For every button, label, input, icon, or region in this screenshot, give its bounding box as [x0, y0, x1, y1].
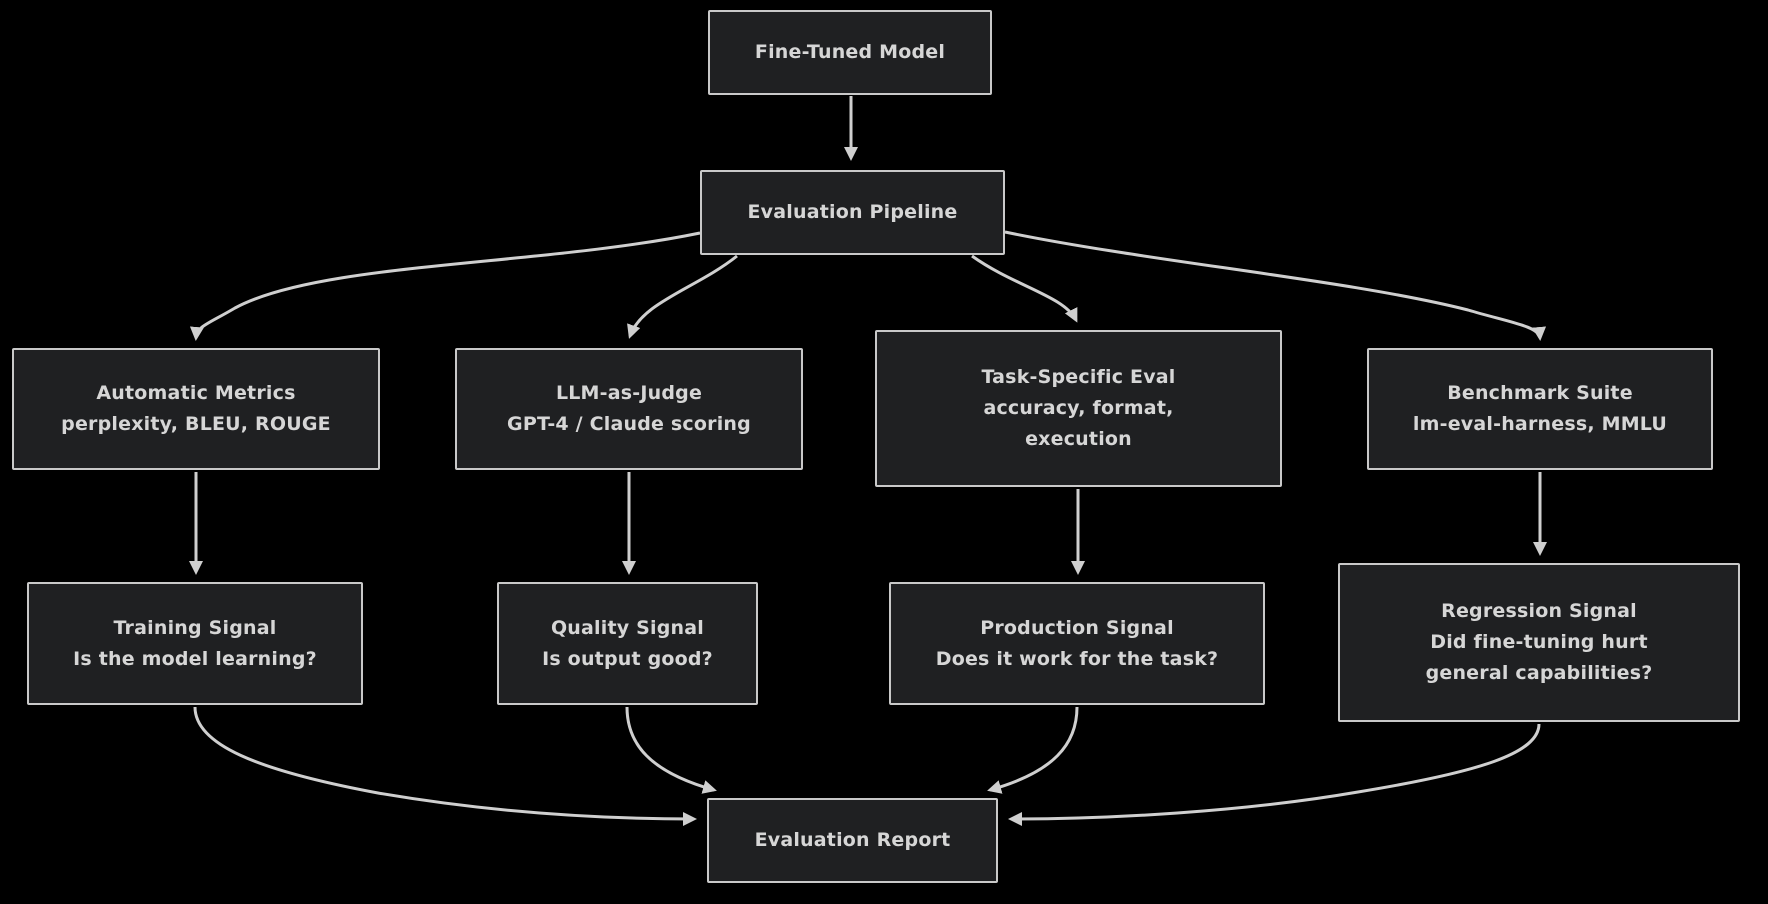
node-subtitle: Is the model learning? — [73, 647, 317, 670]
node-subtitle: perplexity, BLEU, ROUGE — [61, 413, 331, 435]
edge-regression-signal-to-evaluation-report — [1008, 723, 1541, 826]
node-subtitle: execution — [1025, 428, 1132, 450]
node-regression-signal: Regression Signal Did fine-tuning hurt g… — [1338, 563, 1740, 722]
node-label: Evaluation Pipeline — [747, 201, 958, 223]
node-title: Training Signal — [113, 616, 277, 639]
node-benchmark-suite: Benchmark Suite lm-eval-harness, MMLU — [1367, 348, 1713, 470]
node-subtitle: accuracy, format, — [983, 397, 1174, 419]
node-evaluation-report: Evaluation Report — [707, 798, 998, 883]
node-automatic-metrics: Automatic Metrics perplexity, BLEU, ROUG… — [12, 348, 380, 470]
node-fine-tuned-model: Fine-Tuned Model — [708, 10, 992, 95]
edge-training-signal-to-evaluation-report — [193, 706, 697, 826]
node-task-specific-eval: Task-Specific Eval accuracy, format, exe… — [875, 330, 1282, 487]
edge-quality-signal-to-evaluation-report — [625, 706, 717, 794]
node-llm-as-judge: LLM-as-Judge GPT-4 / Claude scoring — [455, 348, 803, 470]
node-subtitle: GPT-4 / Claude scoring — [507, 413, 751, 435]
node-label: Evaluation Report — [754, 829, 951, 851]
node-training-signal: Training Signal Is the model learning? — [27, 582, 363, 705]
node-title: Benchmark Suite — [1447, 382, 1633, 404]
node-subtitle: Is output good? — [542, 647, 713, 670]
node-subtitle: Did fine-tuning hurt — [1430, 631, 1648, 653]
node-title: Task-Specific Eval — [981, 366, 1176, 388]
node-title: Automatic Metrics — [96, 382, 296, 404]
edge-evaluation-pipeline-to-benchmark-suite — [1004, 230, 1547, 341]
node-title: LLM-as-Judge — [555, 382, 703, 404]
node-title: Quality Signal — [550, 616, 705, 639]
edge-production-signal-to-evaluation-report — [987, 706, 1079, 794]
node-label: Fine-Tuned Model — [754, 41, 946, 63]
node-evaluation-pipeline: Evaluation Pipeline — [700, 170, 1005, 255]
edge-evaluation-pipeline-to-automatic-metrics — [189, 231, 701, 341]
node-production-signal: Production Signal Does it work for the t… — [889, 582, 1265, 705]
edge-evaluation-pipeline-to-llm-as-judge — [627, 254, 738, 339]
node-title: Regression Signal — [1441, 600, 1637, 622]
edge-evaluation-pipeline-to-task-specific-eval — [971, 254, 1078, 323]
node-title: Production Signal — [980, 616, 1174, 639]
node-subtitle: Does it work for the task? — [935, 647, 1219, 670]
node-quality-signal: Quality Signal Is output good? — [497, 582, 758, 705]
node-subtitle: lm-eval-harness, MMLU — [1412, 413, 1668, 435]
node-subtitle: general capabilities? — [1425, 662, 1653, 684]
